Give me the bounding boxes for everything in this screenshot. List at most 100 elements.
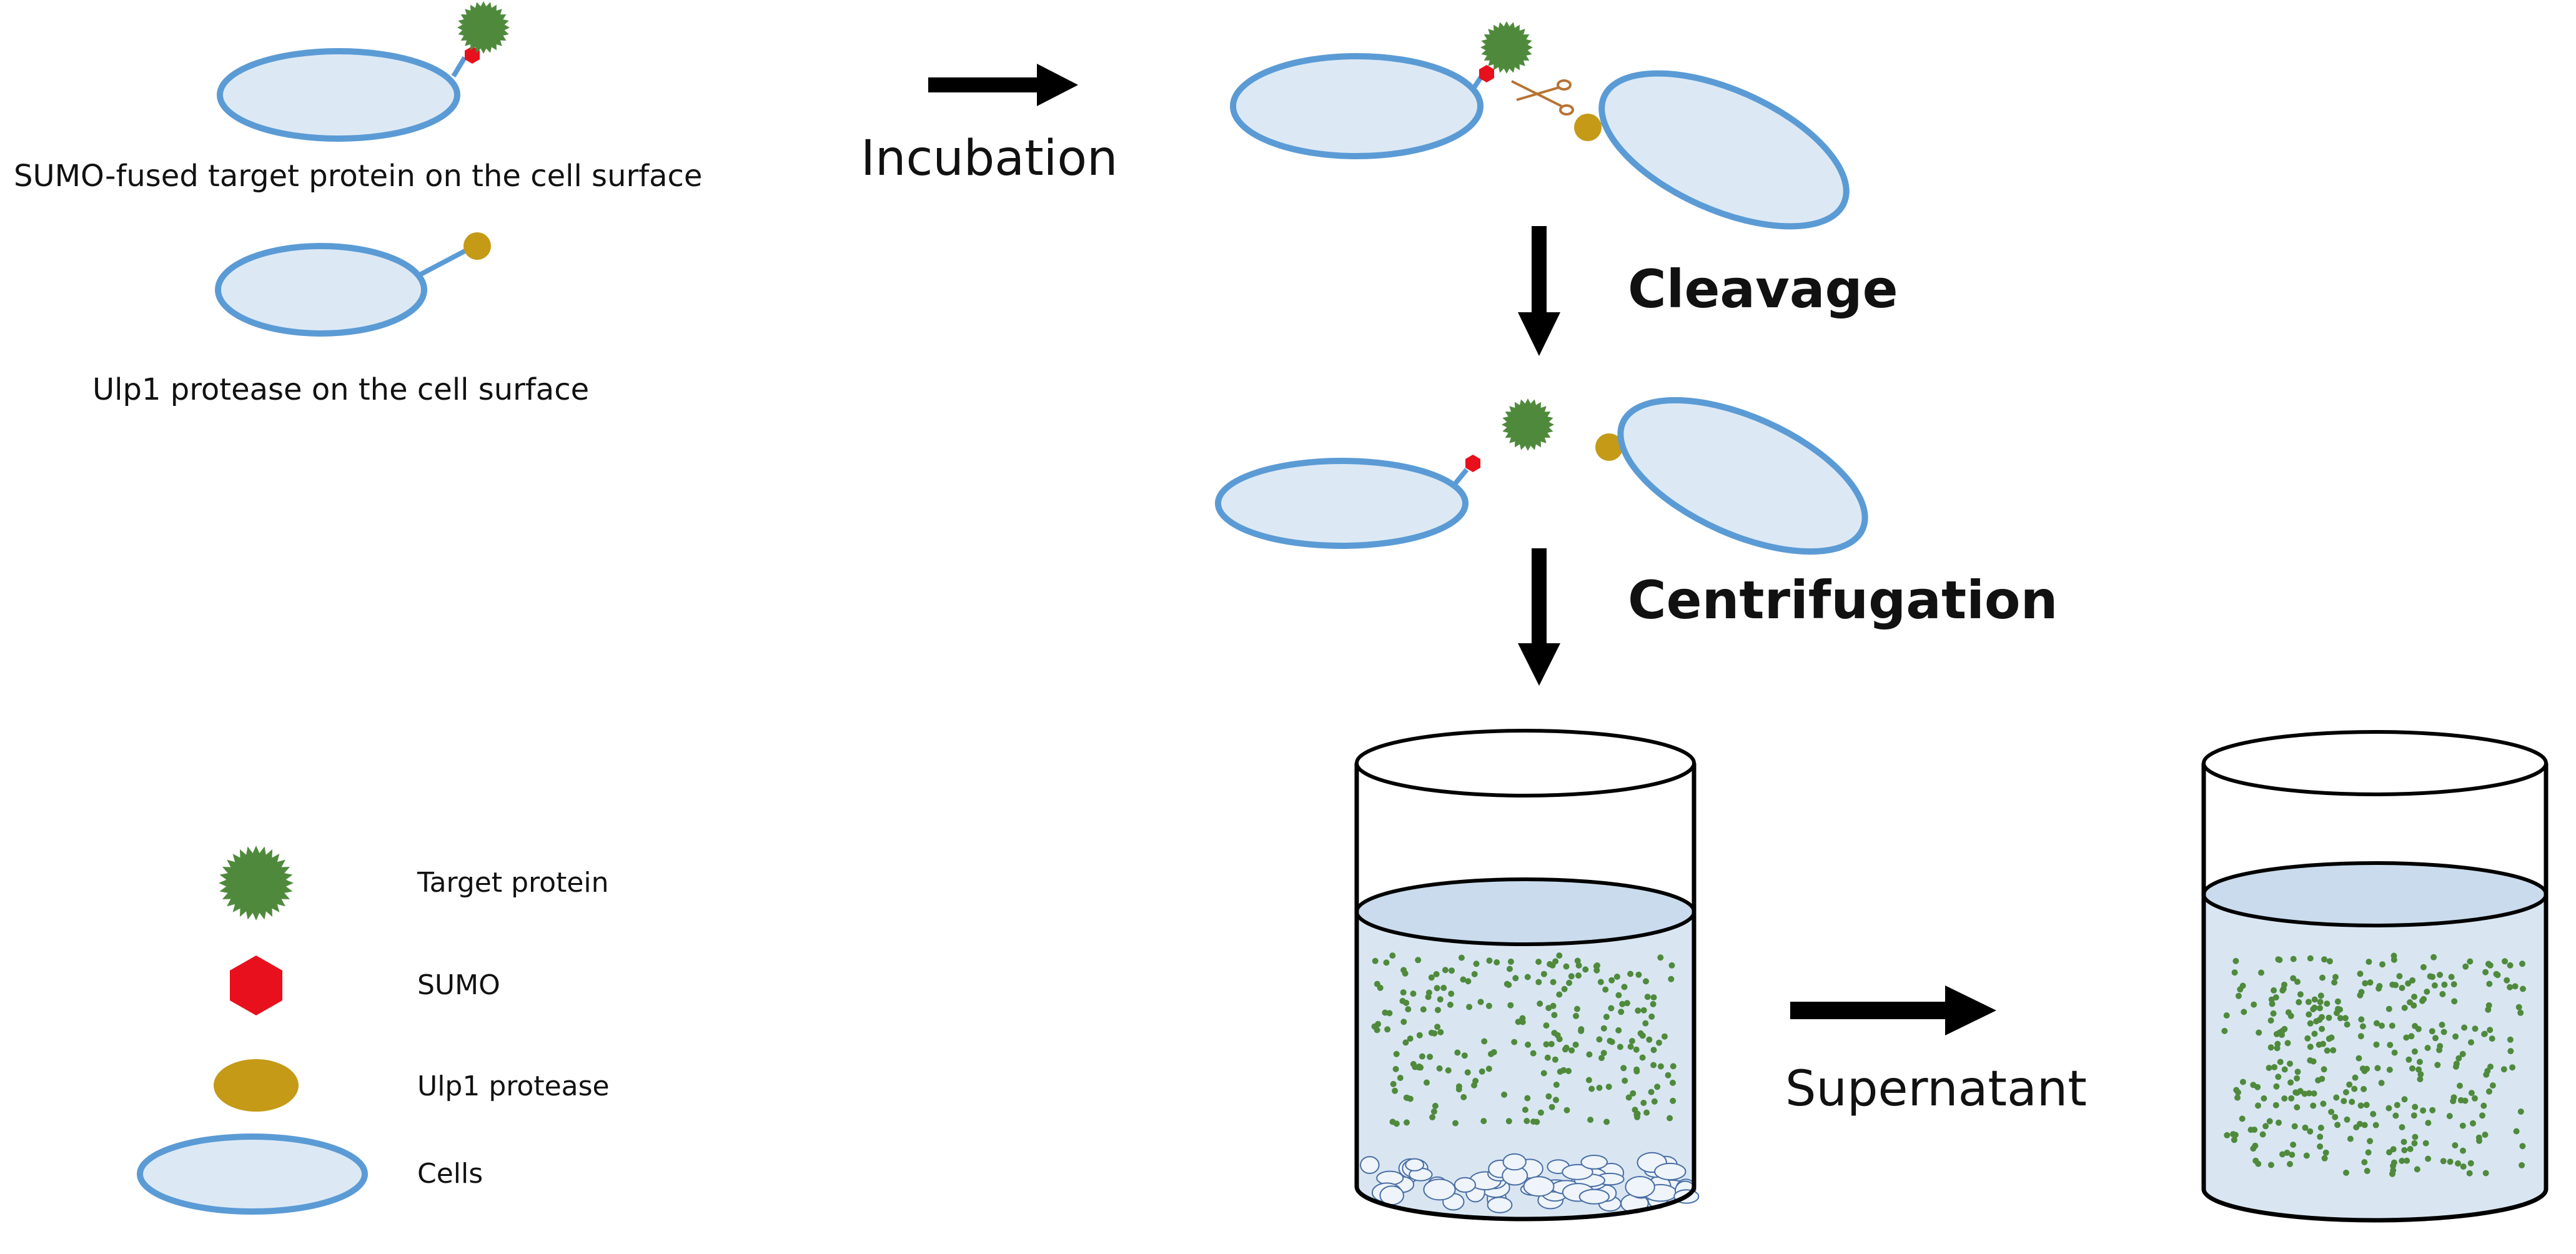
target-protein-particle xyxy=(2259,1131,2266,1138)
target-protein-particle xyxy=(2287,1060,2293,1067)
target-protein-particle xyxy=(2425,1155,2432,1162)
target-protein-particle xyxy=(1415,957,1422,964)
target-protein-particle xyxy=(2461,1024,2468,1031)
target-protein-particle xyxy=(2361,1159,2368,1165)
target-protein-particle xyxy=(1630,1090,1637,1097)
cell xyxy=(1230,53,1484,159)
target-protein-particle xyxy=(1424,1079,1430,1086)
target-protein-particle xyxy=(2507,962,2514,969)
target-protein-particle xyxy=(1485,1065,1492,1072)
target-protein-particle xyxy=(2507,1048,2514,1055)
target-protein-particle xyxy=(2472,1095,2478,1102)
target-protein-particle xyxy=(2509,1064,2516,1071)
target-protein-particle xyxy=(1556,952,1563,959)
pellet-cell xyxy=(1625,1176,1655,1198)
target-protein-particle xyxy=(2399,985,2405,991)
target-protein-particle xyxy=(2334,998,2341,1005)
target-protein-particle xyxy=(1548,1103,1555,1110)
target-protein-particle xyxy=(1646,1036,1653,1043)
target-protein-particle xyxy=(1390,1080,1397,1087)
target-protein-particle xyxy=(2291,1123,2298,1130)
target-protein-particle xyxy=(1524,974,1531,980)
target-protein-particle xyxy=(2294,1075,2301,1082)
target-protein-particle xyxy=(2358,1016,2365,1023)
target-protein-particle xyxy=(1460,976,1467,983)
target-protein-particle xyxy=(2365,1149,2372,1156)
target-protein-particle xyxy=(1627,970,1634,977)
target-protein-particle xyxy=(1488,1050,1494,1057)
target-protein-particle xyxy=(2455,1160,2461,1167)
target-protein-particle xyxy=(2294,1069,2301,1075)
target-protein-particle xyxy=(1545,1005,1552,1012)
target-protein-particle xyxy=(1657,1063,1664,1070)
target-protein-particle xyxy=(2392,1112,2399,1119)
cleavage-arrow xyxy=(1518,226,1560,356)
target-protein-particle xyxy=(2326,958,2333,965)
target-protein-particle xyxy=(2231,969,2238,976)
target-protein-particle xyxy=(2255,1102,2261,1109)
target-protein-particle xyxy=(1403,1094,1410,1101)
target-protein-particle xyxy=(2343,1169,2349,1176)
target-protein-particle xyxy=(2267,1162,2274,1168)
target-protein-particle xyxy=(2512,983,2519,990)
target-protein-particle xyxy=(2344,1021,2351,1028)
target-protein-particle xyxy=(1429,1114,1436,1120)
incubation-label: Incubation xyxy=(861,131,1117,187)
pellet-cell xyxy=(1502,1153,1527,1171)
cell xyxy=(1598,70,1850,230)
target-protein-particle xyxy=(1519,1015,1526,1022)
target-protein-particle xyxy=(2519,960,2525,967)
target-protein-particle xyxy=(2262,1123,2269,1130)
target-protein-particle xyxy=(1608,1005,1615,1012)
target-protein-particle xyxy=(2349,1098,2356,1105)
target-protein-particle xyxy=(2466,1170,2473,1177)
target-protein-particle xyxy=(2296,999,2302,1005)
cell xyxy=(217,48,460,142)
target-protein-particle xyxy=(1445,1067,1452,1074)
target-protein-particle xyxy=(1465,978,1472,985)
target-protein-particle xyxy=(2271,987,2277,994)
tether xyxy=(419,247,468,277)
target-protein-particle xyxy=(2235,992,2242,999)
tether xyxy=(1453,468,1469,485)
pellet-cell xyxy=(1423,1178,1456,1201)
target-protein-particle xyxy=(1384,1026,1391,1033)
target-protein-particle xyxy=(2487,1064,2494,1070)
target-protein-particle xyxy=(1537,1109,1544,1116)
target-protein-particle xyxy=(2404,1157,2410,1164)
target-protein-particle xyxy=(1608,977,1615,984)
target-protein-particle xyxy=(1436,1065,1443,1072)
centrifugation-arrow xyxy=(1518,548,1560,686)
target-protein-particle xyxy=(2451,998,2458,1005)
target-protein-particle xyxy=(2457,1097,2464,1103)
target-protein-particle xyxy=(2319,1025,2326,1032)
target-protein-particle xyxy=(1603,1118,1610,1125)
target-protein-particle xyxy=(1615,992,1622,999)
target-protein-particle xyxy=(2455,1055,2462,1062)
target-protein-particle xyxy=(2361,1122,2368,1128)
target-protein-particle xyxy=(2424,989,2430,995)
target-protein-particle xyxy=(2385,1105,2392,1112)
target-protein-particle xyxy=(1635,971,1642,978)
target-protein-particle xyxy=(2429,1028,2435,1035)
target-protein-particle xyxy=(2379,961,2385,968)
target-protein-particle xyxy=(2417,1076,2424,1083)
target-protein-particle xyxy=(2365,959,2372,965)
target-protein-particle xyxy=(1644,994,1651,1000)
target-protein-particle xyxy=(1651,1098,1658,1105)
target-protein-particle xyxy=(1553,1097,1559,1103)
target-protein-particle xyxy=(1393,1050,1400,1057)
target-protein-particle xyxy=(1479,1068,1485,1075)
target-protein-particle xyxy=(2440,1029,2447,1035)
target-protein-particle xyxy=(2399,1124,2405,1130)
target-protein-particle xyxy=(1586,1051,1593,1058)
target-protein-particle xyxy=(2500,1066,2507,1073)
target-protein-particle xyxy=(1545,1093,1552,1100)
target-protein-particle xyxy=(1404,1119,1410,1126)
target-protein-particle xyxy=(2333,1094,2340,1101)
target-protein-particle xyxy=(2385,1005,2392,1012)
target-protein-particle xyxy=(2311,996,2318,1003)
target-protein-particle xyxy=(2409,977,2416,984)
target-protein-particle xyxy=(1620,1065,1627,1072)
target-protein-particle xyxy=(2399,1157,2405,1164)
